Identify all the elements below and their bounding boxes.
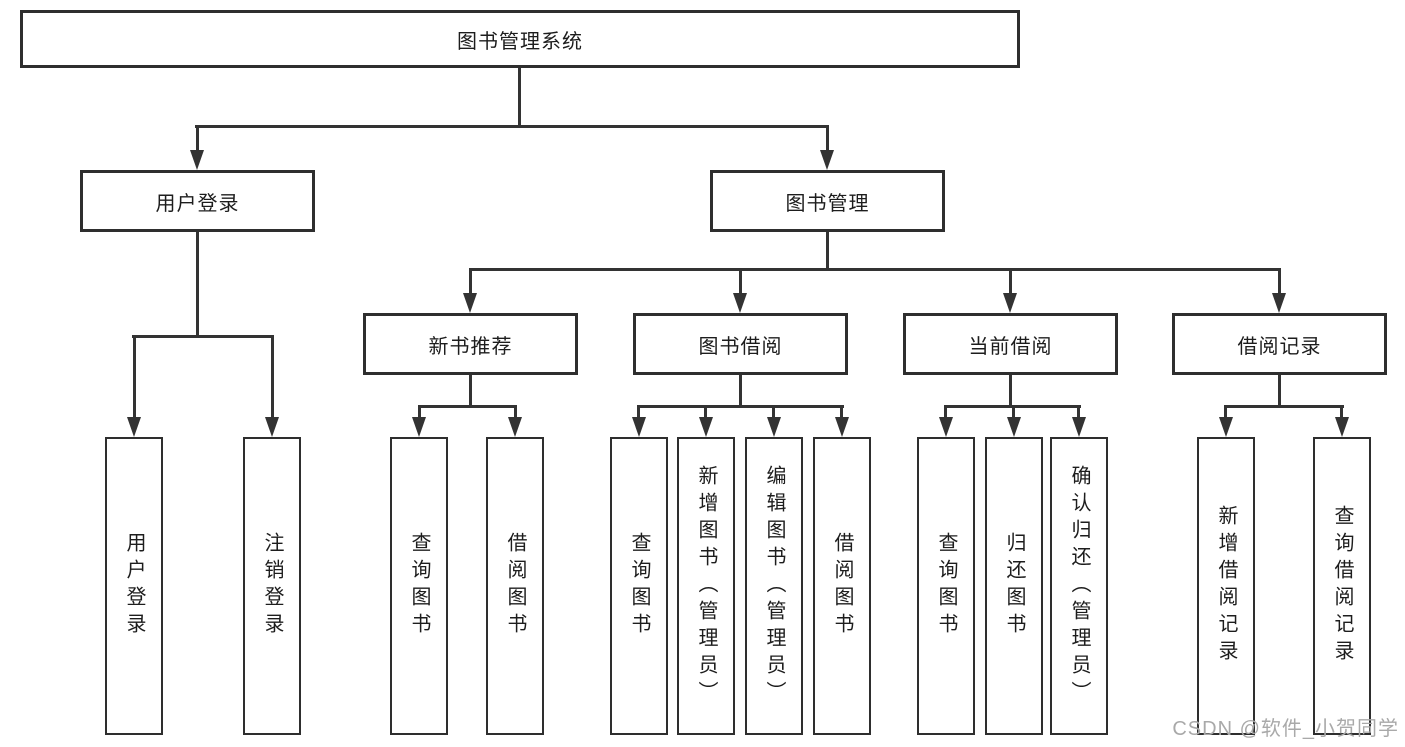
connector-stem xyxy=(704,405,707,419)
arrowhead-down-icon xyxy=(835,417,849,437)
arrowhead-down-icon xyxy=(412,417,426,437)
connector-stem xyxy=(196,125,199,151)
arrowhead-down-icon xyxy=(820,150,834,170)
arrowhead-down-icon xyxy=(265,417,279,437)
leaf-edit-book-admin: 编辑图书（管理员） xyxy=(745,437,803,735)
arrowhead-down-icon xyxy=(1072,417,1086,437)
leaf-edit-book-admin-label: 编辑图书（管理员） xyxy=(763,464,785,708)
node-user-login-label: 用户登录 xyxy=(155,192,240,215)
connector-stem xyxy=(637,405,640,419)
leaf-recommend-borrow-book: 借阅图书 xyxy=(486,437,544,735)
leaf-current-query-book-label: 查询图书 xyxy=(935,532,957,640)
connector-stem xyxy=(826,125,829,151)
leaf-recommend-query-book-label: 查询图书 xyxy=(408,532,430,640)
leaf-add-book-admin-label: 新增图书（管理员） xyxy=(695,464,717,708)
connector-book-mgmt-rail xyxy=(469,268,1281,271)
connector-stem xyxy=(944,405,947,419)
connector-borrow-rail xyxy=(637,405,844,408)
connector-user-login-stub xyxy=(196,232,199,335)
connector-root-rail xyxy=(195,125,829,128)
connector-stem xyxy=(1278,268,1281,295)
arrowhead-down-icon xyxy=(699,417,713,437)
arrowhead-down-icon xyxy=(733,293,747,313)
leaf-return-book-label: 归还图书 xyxy=(1003,532,1025,640)
node-book-borrow-label: 图书借阅 xyxy=(698,335,783,358)
node-book-management: 图书管理 xyxy=(710,170,945,232)
leaf-logout: 注销登录 xyxy=(243,437,301,735)
leaf-user-login: 用户登录 xyxy=(105,437,163,735)
arrowhead-down-icon xyxy=(463,293,477,313)
node-book-management-label: 图书管理 xyxy=(785,192,870,215)
node-borrow-records-label: 借阅记录 xyxy=(1237,335,1322,358)
csdn-watermark: CSDN @软件_小贺同学 xyxy=(1172,718,1399,740)
connector-stem xyxy=(1012,405,1015,419)
arrowhead-down-icon xyxy=(1272,293,1286,313)
arrowhead-down-icon xyxy=(939,417,953,437)
node-book-borrow: 图书借阅 xyxy=(633,313,848,375)
connector-records-rail xyxy=(1224,405,1344,408)
connector-recommend-stub xyxy=(469,375,472,405)
arrowhead-down-icon xyxy=(1007,417,1021,437)
node-borrow-records: 借阅记录 xyxy=(1172,313,1387,375)
arrowhead-down-icon xyxy=(1335,417,1349,437)
leaf-add-borrow-record-label: 新增借阅记录 xyxy=(1215,505,1237,667)
node-new-book-recommend: 新书推荐 xyxy=(363,313,578,375)
node-root-label: 图书管理系统 xyxy=(457,30,583,53)
leaf-recommend-query-book: 查询图书 xyxy=(390,437,448,735)
connector-stem xyxy=(840,405,843,419)
arrowhead-down-icon xyxy=(767,417,781,437)
node-user-login: 用户登录 xyxy=(80,170,315,232)
connector-stem xyxy=(1009,268,1012,295)
connector-recommend-rail xyxy=(418,405,517,408)
leaf-query-borrow-record-label: 查询借阅记录 xyxy=(1331,505,1353,667)
leaf-current-query-book: 查询图书 xyxy=(917,437,975,735)
connector-current-stub xyxy=(1009,375,1012,405)
connector-user-login-rail xyxy=(132,335,274,338)
leaf-confirm-return-admin-label: 确认归还（管理员） xyxy=(1068,464,1090,708)
connector-stem xyxy=(1224,405,1227,419)
connector-stem xyxy=(739,268,742,295)
node-new-book-recommend-label: 新书推荐 xyxy=(428,335,513,358)
connector-stem xyxy=(1340,405,1343,419)
leaf-borrow-book-label: 借阅图书 xyxy=(831,532,853,640)
connector-stem xyxy=(271,335,274,419)
connector-stem xyxy=(469,268,472,295)
arrowhead-down-icon xyxy=(127,417,141,437)
leaf-add-book-admin: 新增图书（管理员） xyxy=(677,437,735,735)
connector-records-stub xyxy=(1278,375,1281,405)
leaf-borrow-query-book-label: 查询图书 xyxy=(628,532,650,640)
connector-stem xyxy=(1077,405,1080,419)
arrowhead-down-icon xyxy=(632,417,646,437)
arrowhead-down-icon xyxy=(508,417,522,437)
connector-root-stub xyxy=(518,68,521,125)
leaf-borrow-query-book: 查询图书 xyxy=(610,437,668,735)
connector-book-mgmt-stub xyxy=(826,232,829,268)
connector-stem xyxy=(772,405,775,419)
leaf-query-borrow-record: 查询借阅记录 xyxy=(1313,437,1371,735)
leaf-confirm-return-admin: 确认归还（管理员） xyxy=(1050,437,1108,735)
connector-stem xyxy=(133,335,136,419)
connector-stem xyxy=(418,405,421,419)
leaf-return-book: 归还图书 xyxy=(985,437,1043,735)
leaf-user-login-label: 用户登录 xyxy=(123,532,145,640)
leaf-add-borrow-record: 新增借阅记录 xyxy=(1197,437,1255,735)
leaf-recommend-borrow-book-label: 借阅图书 xyxy=(504,532,526,640)
leaf-borrow-book: 借阅图书 xyxy=(813,437,871,735)
node-current-borrow-label: 当前借阅 xyxy=(968,335,1053,358)
arrowhead-down-icon xyxy=(190,150,204,170)
leaf-logout-label: 注销登录 xyxy=(261,532,283,640)
node-root: 图书管理系统 xyxy=(20,10,1020,68)
connector-borrow-stub xyxy=(739,375,742,405)
connector-stem xyxy=(514,405,517,419)
node-current-borrow: 当前借阅 xyxy=(903,313,1118,375)
arrowhead-down-icon xyxy=(1003,293,1017,313)
arrowhead-down-icon xyxy=(1219,417,1233,437)
